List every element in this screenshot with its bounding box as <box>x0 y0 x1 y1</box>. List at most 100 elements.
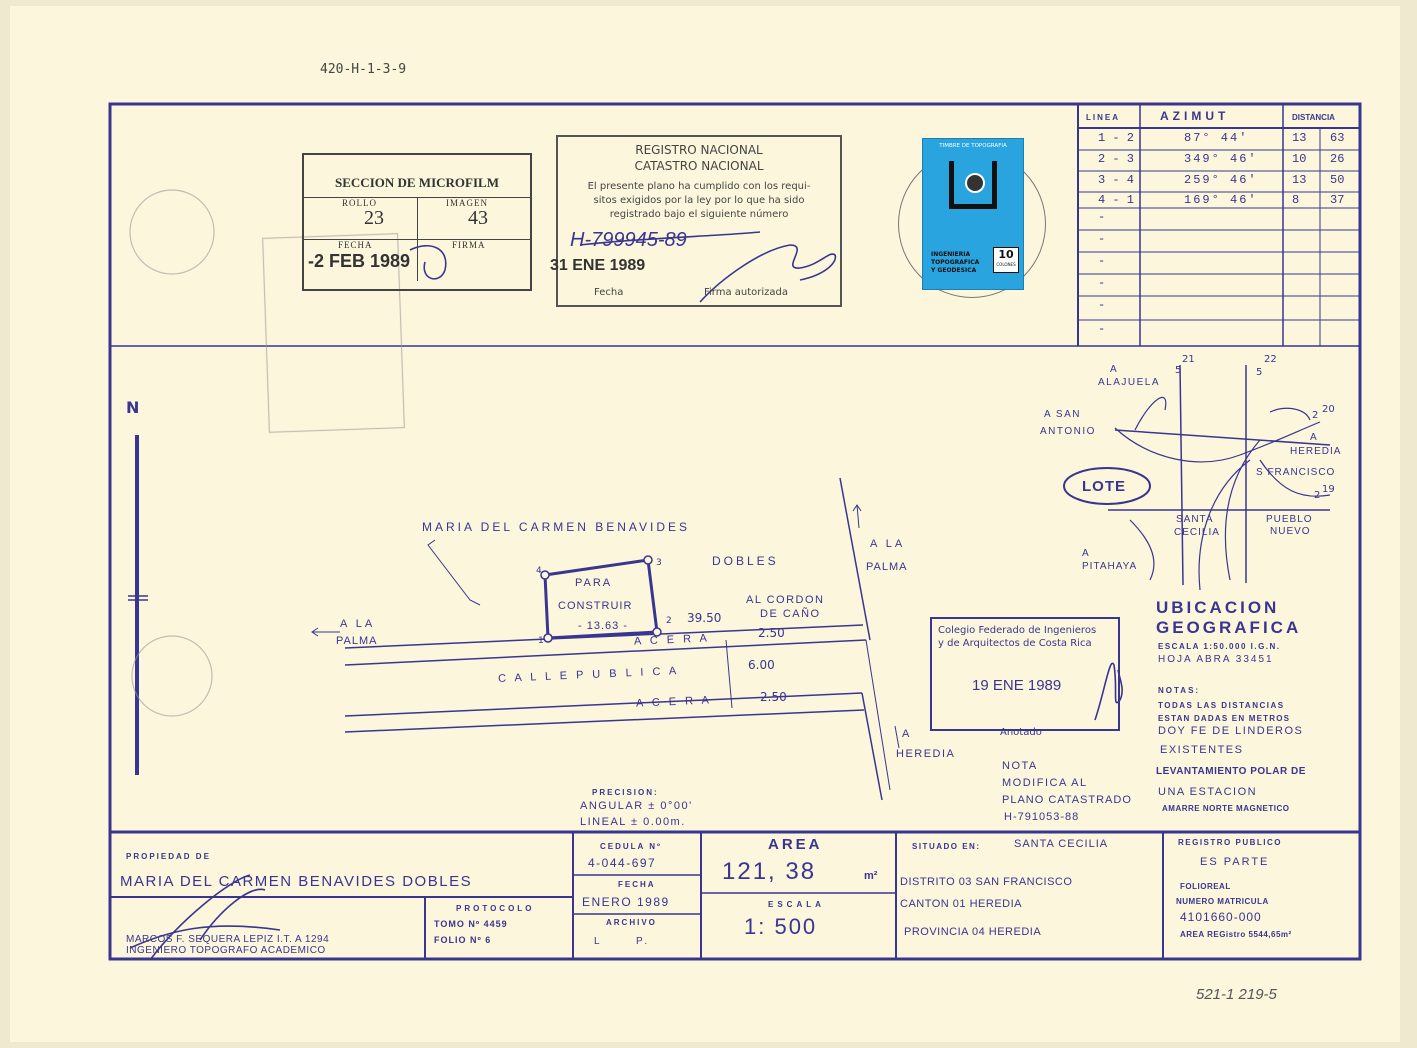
table-cell-distancia-cm: 37 <box>1330 193 1345 207</box>
lot-label-1: PARA <box>575 577 613 589</box>
route-5a: 5 <box>1175 365 1182 376</box>
table-header-distancia: DISTANCIA <box>1292 113 1335 122</box>
table-cell-linea: 2 - 3 <box>1098 152 1135 166</box>
width-calle: 6.00 <box>748 658 775 672</box>
archivo-l: L <box>594 936 603 947</box>
registro-body1: El presente plano ha cumplido con los re… <box>587 181 811 192</box>
propiedad-owner: MARIA DEL CARMEN BENAVIDES DOBLES <box>120 873 473 890</box>
table-cell-linea: - <box>1098 210 1106 224</box>
to-heredia-map: HEREDIA <box>1290 446 1342 457</box>
table-cell-azimut: 87° 44' <box>1184 131 1249 145</box>
registro-body2: sitos exigidos por la ley por lo que ha … <box>593 195 805 206</box>
santa-cecilia-1: SANTA <box>1176 514 1214 525</box>
archivo-label: ARCHIVO <box>606 918 657 927</box>
to-la-palma-right-1: A LA <box>870 538 906 550</box>
table-cell-linea: - <box>1098 232 1106 246</box>
route-2: 2 <box>1312 410 1319 421</box>
area-label: AREA <box>768 836 823 853</box>
area-unit: m² <box>864 870 878 882</box>
distance-to-cordon: 39.50 <box>687 611 722 625</box>
registro-nacional-stamp: REGISTRO NACIONAL CATASTRO NACIONAL El p… <box>550 135 842 307</box>
imagen-label: IMAGEN <box>446 198 488 208</box>
nota-line-5: LEVANTAMIENTO POLAR DE <box>1156 766 1306 777</box>
nota-1: NOTA <box>1002 760 1038 772</box>
to-la-palma-left-1: A LA <box>340 618 376 630</box>
to-heredia: HEREDIA <box>896 748 956 760</box>
microfilm-title: SECCION DE MICROFILM <box>335 175 499 190</box>
registro-line1: REGISTRO NACIONAL <box>635 143 763 157</box>
to-la-palma-left-2: PALMA <box>336 635 378 647</box>
archive-handwritten-ref: 521-1 219-5 <box>1196 986 1277 1003</box>
ingeniero-name: MARCOS F. SEQUERA LEPIZ I.T. A 1294 <box>126 934 330 945</box>
table-cell-distancia-m: 10 <box>1292 152 1307 166</box>
nota-line-4: EXISTENTES <box>1160 744 1244 756</box>
protocolo-label: PROTOCOLO <box>456 904 535 913</box>
timbre-line3: Y GEODESICA <box>931 267 977 274</box>
lot-label-2: CONSTRUIR <box>558 600 633 612</box>
ubicacion-escala: ESCALA 1:50.000 I.G.N. <box>1158 642 1281 651</box>
al-cordon-1: AL CORDON <box>746 594 825 606</box>
nota-4: H-791053-88 <box>1004 811 1080 823</box>
ubicacion-hoja: HOJA ABRA 33451 <box>1158 654 1274 665</box>
to-alajuela: ALAJUELA <box>1098 377 1161 388</box>
folioreal: FOLIOREAL <box>1180 882 1231 891</box>
route-21: 21 <box>1182 354 1195 365</box>
corner-4: 4 <box>536 566 542 576</box>
topografia-revenue-stamp: TIMBRE DE TOPOGRAFIA INGENIERIA TOPOGRAF… <box>922 138 1024 290</box>
escala-label: ESCALA <box>768 900 825 909</box>
table-cell-linea: - <box>1098 322 1106 336</box>
registro-firma-label: Firma autorizada <box>704 287 789 298</box>
cfia-anotado: Anotado <box>1000 727 1042 738</box>
route-19: 19 <box>1322 484 1335 495</box>
nota-line-1: TODAS LAS DISTANCIAS <box>1158 701 1285 710</box>
al-cordon-2: DE CAÑO <box>760 608 821 620</box>
ubicacion-title-1: UBICACION <box>1156 598 1280 617</box>
cfia-line2: y de Arquitectos de Costa Rica <box>938 638 1092 649</box>
route-20: 20 <box>1322 404 1335 415</box>
notas-title: NOTAS: <box>1158 686 1201 695</box>
route-22: 22 <box>1264 354 1277 365</box>
nota-2: MODIFICA AL <box>1002 777 1088 789</box>
ingeniero-title: INGENIERO TOPOGRAFO ACADEMICO <box>126 945 326 956</box>
distrito: DISTRITO 03 SAN FRANCISCO <box>900 876 1073 888</box>
table-cell-distancia-cm: 63 <box>1330 131 1345 145</box>
table-cell-linea: - <box>1098 254 1106 268</box>
timbre-header: TIMBRE DE TOPOGRAFIA <box>939 143 1007 149</box>
corner-2: 2 <box>666 616 672 626</box>
table-header-linea: LINEA <box>1086 113 1120 122</box>
table-cell-distancia-m: 13 <box>1292 173 1307 187</box>
precision-angular: ANGULAR ± 0°00' <box>580 800 693 812</box>
fecha-label: FECHA <box>338 240 373 250</box>
table-cell-linea: - <box>1098 298 1106 312</box>
registro-publico-label: REGISTRO PUBLICO <box>1178 838 1283 847</box>
timbre-value: 10 <box>998 248 1014 261</box>
to-pitahaya: PITAHAYA <box>1082 561 1138 572</box>
registro-date: 31 ENE 1989 <box>550 257 646 274</box>
timbre-value-box: 10 COLONES <box>993 247 1019 273</box>
timbre-currency: COLONES <box>996 262 1016 267</box>
registro-line2: CATASTRO NACIONAL <box>634 159 764 173</box>
to-alajuela-a: A <box>1110 364 1119 375</box>
rollo-value: 23 <box>364 207 384 229</box>
cfia-line1: Colegio Federado de Ingenieros <box>938 625 1097 636</box>
fecha-label-footer: FECHA <box>618 880 656 889</box>
folio-value: FOLIO Nº 6 <box>434 935 492 945</box>
table-cell-linea: 3 - 4 <box>1098 173 1135 187</box>
nota-line-3: DOY FE DE LINDEROS <box>1158 725 1304 737</box>
north-label: N <box>126 398 140 417</box>
table-header-azimut: AZIMUT <box>1160 109 1230 123</box>
situado-label: SITUADO EN: <box>912 842 981 851</box>
lote-marker: LOTE <box>1082 478 1126 495</box>
table-cell-linea: - <box>1098 276 1106 290</box>
table-cell-distancia-cm: 50 <box>1330 173 1345 187</box>
es-parte: ES PARTE <box>1200 856 1270 868</box>
outer-frame <box>108 102 1362 961</box>
table-cell-azimut: 349° 46' <box>1184 152 1258 166</box>
area-registro: AREA REGistro 5544,65m² <box>1180 930 1292 939</box>
provincia: PROVINCIA 04 HEREDIA <box>904 926 1042 938</box>
width-acera-north: 2.50 <box>758 626 785 640</box>
to-heredia-map-a: A <box>1310 432 1318 443</box>
nota-line-7: AMARRE NORTE MAGNETICO <box>1162 804 1290 813</box>
pueblo-nuevo-2: NUEVO <box>1270 526 1311 537</box>
